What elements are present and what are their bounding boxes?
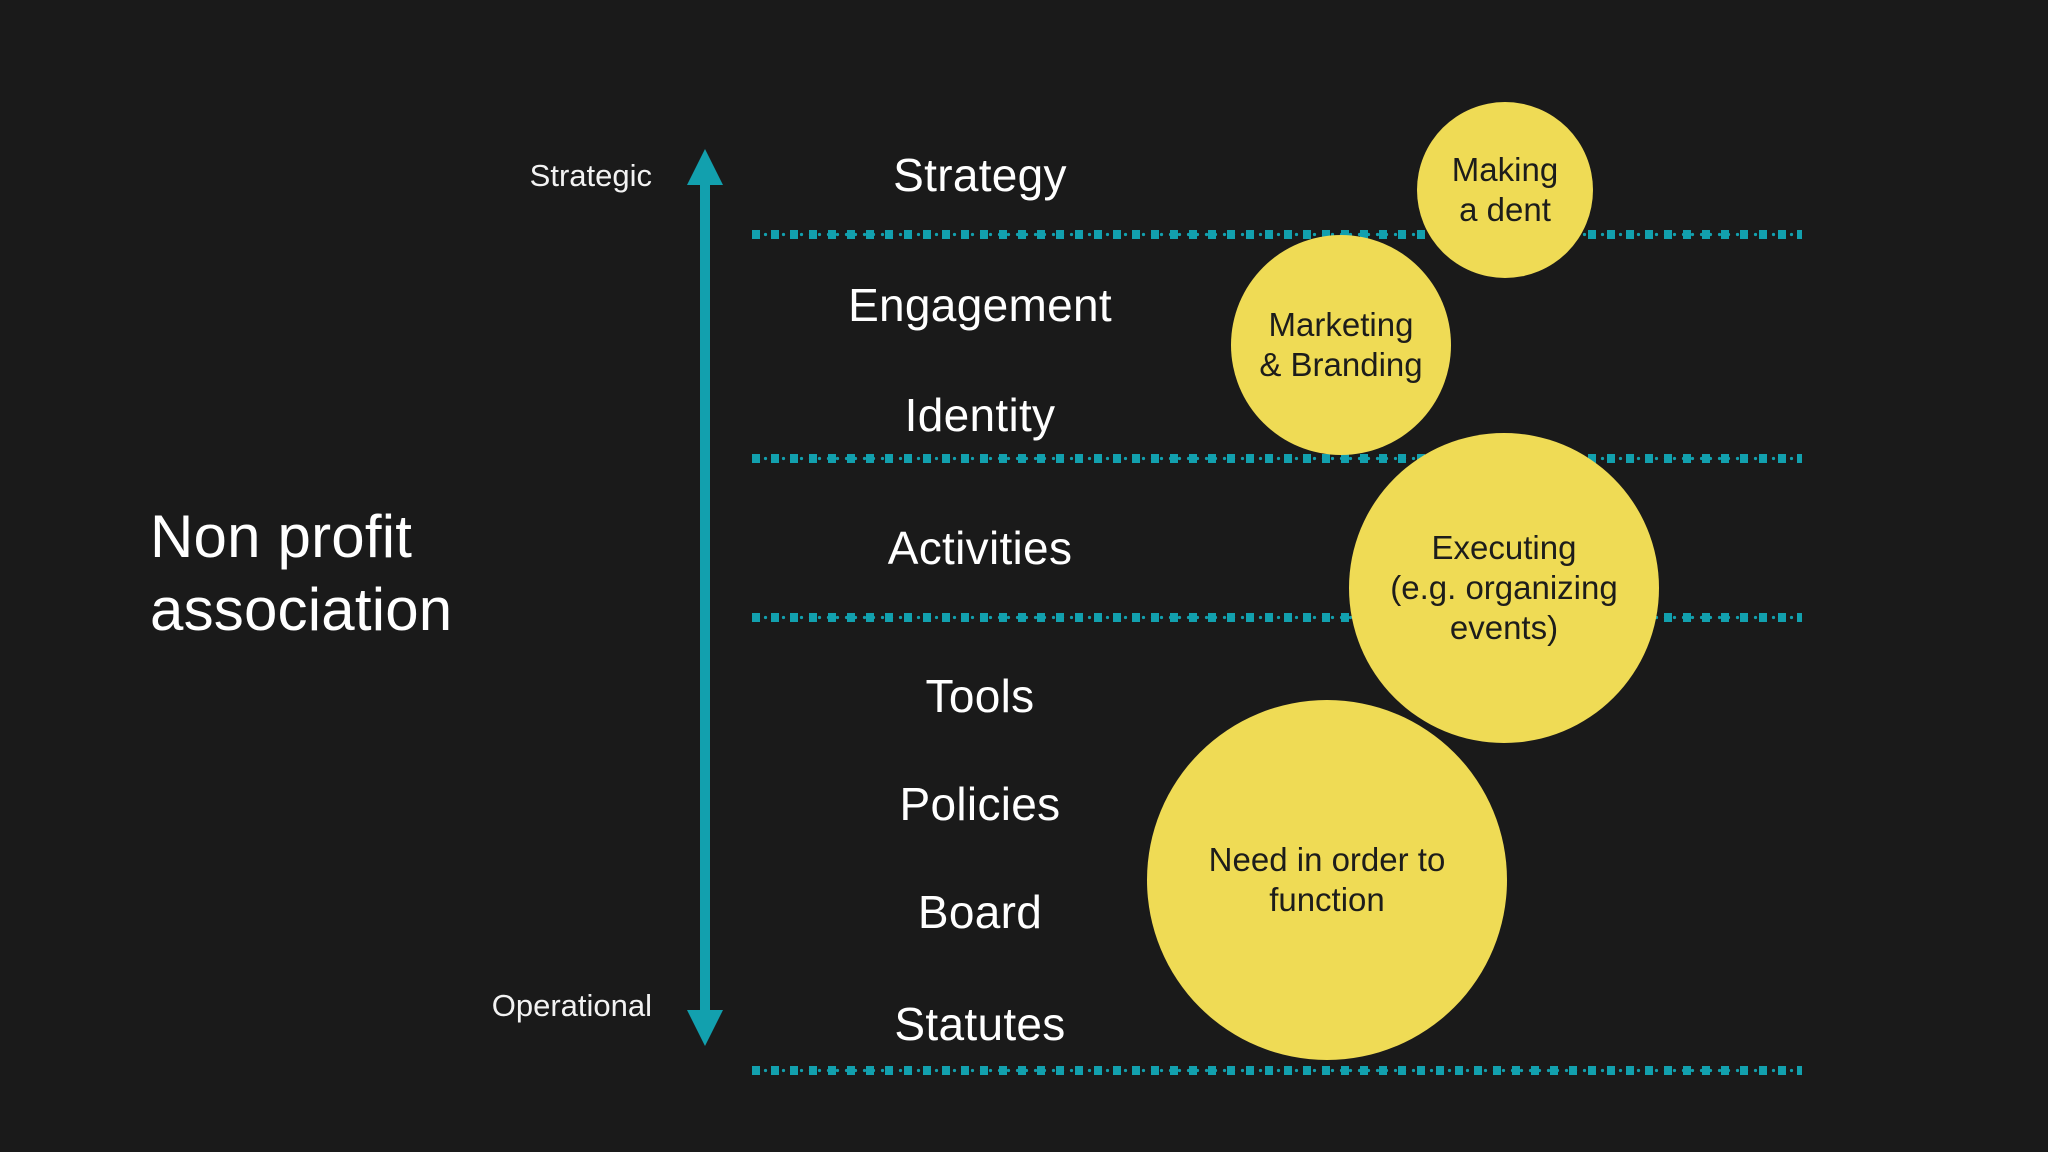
layer-label-tools: Tools xyxy=(925,670,1035,722)
bubble-1: Making a dent xyxy=(1417,102,1593,278)
layer-label-statutes: Statutes xyxy=(894,998,1066,1050)
page-title: Non profit association xyxy=(150,503,453,644)
separator-line xyxy=(752,1066,1802,1075)
bubble-3: Executing (e.g. organizing events) xyxy=(1349,433,1659,743)
separator-line xyxy=(752,613,1802,622)
layer-label-policies: Policies xyxy=(899,778,1061,830)
separator-line xyxy=(752,454,1802,463)
layer-label-engagement: Engagement xyxy=(848,279,1112,331)
layer-label-identity: Identity xyxy=(904,389,1056,441)
separator-line xyxy=(752,230,1802,239)
double-arrow-vertical-icon xyxy=(660,145,750,1050)
bubble-4: Need in order to function xyxy=(1147,700,1507,1060)
axis-label-operational: Operational xyxy=(491,988,652,1023)
layer-label-activities: Activities xyxy=(887,522,1073,574)
layer-label-strategy: Strategy xyxy=(893,149,1067,201)
bubble-2: Marketing & Branding xyxy=(1231,235,1451,455)
layer-label-board: Board xyxy=(917,886,1043,938)
axis-label-strategic: Strategic xyxy=(529,158,652,193)
